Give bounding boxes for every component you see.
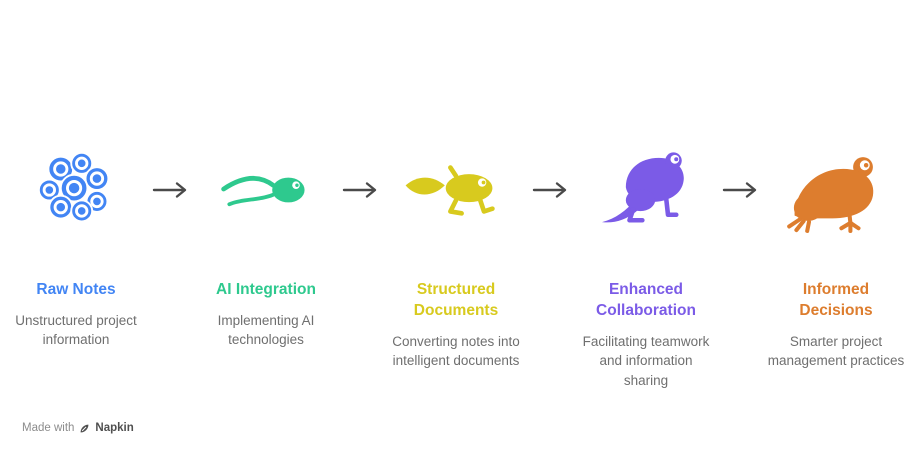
young-frog-icon <box>571 130 721 250</box>
arrow-icon <box>531 180 571 200</box>
stage-title: Structured Documents <box>413 281 499 319</box>
stage-structured-documents: Structured Documents Converting notes in… <box>381 130 531 371</box>
stage-ai-integration: AI Integration Implementing AI technolog… <box>191 130 341 350</box>
tadpole-icon <box>191 130 341 250</box>
stage-enhanced-collaboration: Enhanced Collaboration Facilitating team… <box>571 130 721 391</box>
frog-eggs-icon <box>1 130 151 250</box>
stage-raw-notes: Raw Notes Unstructured project informati… <box>1 130 151 350</box>
arrow-icon <box>341 180 381 200</box>
napkin-pen-icon <box>79 423 90 434</box>
process-flow: Raw Notes Unstructured project informati… <box>0 130 912 391</box>
arrow-icon <box>721 180 761 200</box>
stage-description: Implementing AI technologies <box>217 312 315 348</box>
stage-title: AI Integration <box>216 281 316 298</box>
arrow-icon <box>151 180 191 200</box>
made-with-label: Made with <box>22 422 75 434</box>
stage-description: Facilitating teamwork and information sh… <box>582 333 710 388</box>
napkin-brand: Napkin <box>95 422 134 434</box>
adult-frog-icon <box>761 130 911 250</box>
stage-description: Smarter project management practices <box>767 333 905 369</box>
stage-description: Converting notes into intelligent docume… <box>392 333 520 369</box>
stage-title: Enhanced Collaboration <box>596 281 696 319</box>
stage-description: Unstructured project information <box>15 312 137 348</box>
stage-title: Informed Decisions <box>799 281 873 319</box>
stage-title: Raw Notes <box>36 281 116 298</box>
watermark: Made with Napkin <box>22 422 134 434</box>
stage-informed-decisions: Informed Decisions Smarter project manag… <box>761 130 911 371</box>
tadpole-with-legs-icon <box>381 130 531 250</box>
